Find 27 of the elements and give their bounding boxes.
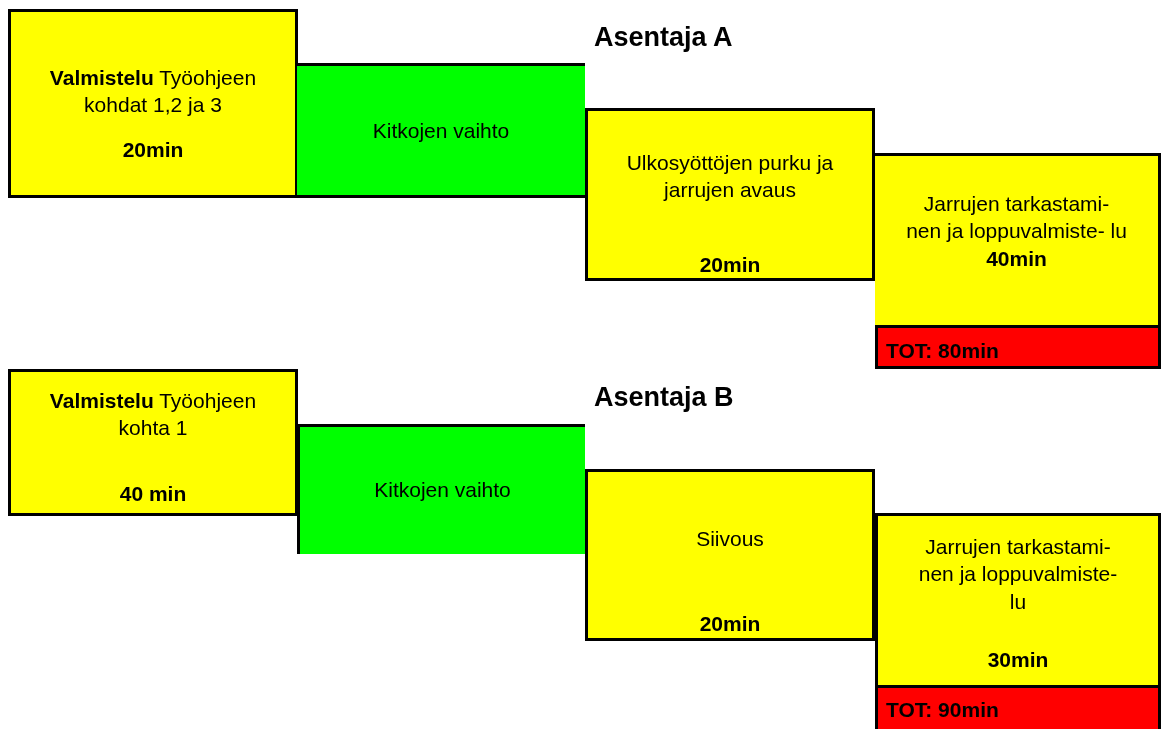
task-box: [8, 9, 298, 198]
task-box: [875, 513, 1161, 686]
duration-text: 40 min: [118, 481, 188, 507]
task-text: Siivous: [695, 526, 765, 552]
duration-text: 20min: [698, 252, 762, 278]
duration-text: TOT: 90min: [885, 697, 1000, 723]
duration-text: 30min: [986, 647, 1050, 673]
total-bar: [875, 685, 1161, 729]
task-text: Valmistelu Työohjeen kohdat 1,2 ja 3: [48, 65, 258, 119]
duration-text: 20min: [698, 611, 762, 637]
task-box: [297, 63, 585, 198]
task-text: Ulkosyöttöjen purku ja jarrujen avaus: [625, 150, 835, 204]
task-text: Kitkojen vaihto: [371, 118, 511, 144]
task-text: Kitkojen vaihto: [373, 477, 512, 503]
task-box: [875, 153, 1161, 326]
task-text: Valmistelu Työohjeen kohta 1: [48, 388, 258, 442]
task-text: Jarrujen tarkastami- nen ja loppuvalmiste- lu: [917, 534, 1119, 615]
task-box: [8, 369, 298, 516]
duration-text: TOT: 80min: [885, 338, 1000, 364]
task-text: Jarrujen tarkastami- nen ja loppuvalmiste- lu 40min: [905, 191, 1128, 272]
row-heading: Asentaja A: [594, 22, 733, 53]
row-heading: Asentaja B: [594, 382, 734, 413]
duration-text: 20min: [121, 137, 185, 163]
total-bar: [875, 325, 1161, 369]
task-box: [297, 424, 585, 554]
task-box: [585, 108, 875, 281]
task-box: [585, 469, 875, 641]
